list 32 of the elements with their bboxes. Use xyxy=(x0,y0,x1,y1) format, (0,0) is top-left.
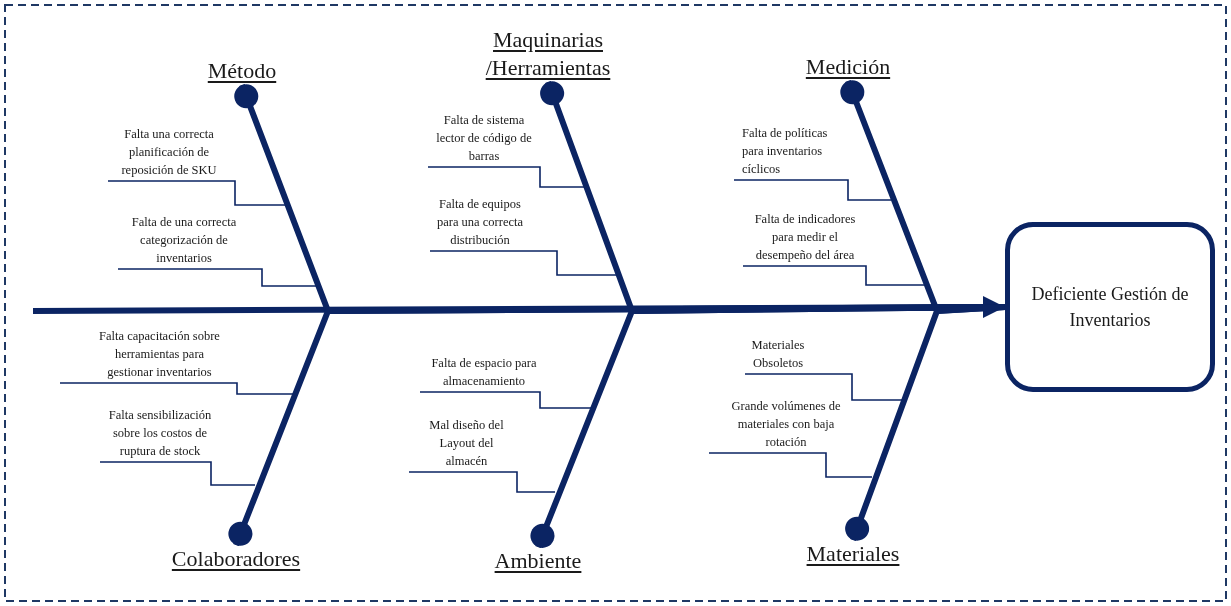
cause-text: Falta de espacio para almacenamiento xyxy=(420,354,548,390)
leader-line xyxy=(59,382,294,395)
leader-line xyxy=(429,250,619,276)
cause-text: Falta de equipos para una correcta distribución xyxy=(430,195,530,249)
leader-line xyxy=(99,461,256,486)
cause-text: Falta de sistema lector de código de barras xyxy=(428,111,540,165)
cause-text: Falta de políticas para inventarios cíclicos xyxy=(734,124,840,178)
effect-box: Deficiente Gestión de Inventarios xyxy=(1005,222,1215,392)
leader-line xyxy=(419,391,592,409)
cause-text: Falta una correcta planificación de reposición de SKU xyxy=(108,125,230,179)
cause-text: Mal diseño del Layout del almacén xyxy=(409,416,514,470)
leader-line xyxy=(117,268,319,287)
category-heading: Colaboradores xyxy=(156,545,316,573)
leader-line xyxy=(408,471,556,493)
cause-text: Falta de indicadores para medir el desempeño del área xyxy=(743,210,867,264)
cause-text: Falta capacitación sobre herramientas para gestionar inventarios xyxy=(60,327,227,381)
bone-line xyxy=(845,304,1006,542)
leader-line xyxy=(107,180,286,206)
category-heading: Materiales xyxy=(793,540,913,568)
category-heading: Medición xyxy=(793,53,903,81)
leader-line xyxy=(744,373,903,401)
cause-text: Falta sensibilización sobre los costos de ruptura de stock xyxy=(100,406,220,460)
category-heading: Maquinarias /Herramientas xyxy=(473,26,623,82)
cause-text: Grande volúmenes de materiales con baja rotación xyxy=(709,397,841,451)
leader-line xyxy=(427,166,585,188)
leader-line xyxy=(742,265,927,286)
leader-line xyxy=(733,179,892,201)
cause-text: Materiales Obsoletos xyxy=(745,336,811,372)
category-heading: Método xyxy=(187,57,297,85)
category-heading: Ambiente xyxy=(483,547,593,575)
leader-line xyxy=(708,452,873,478)
cause-text: Falta de una correcta categorización de inventarios xyxy=(118,213,250,267)
